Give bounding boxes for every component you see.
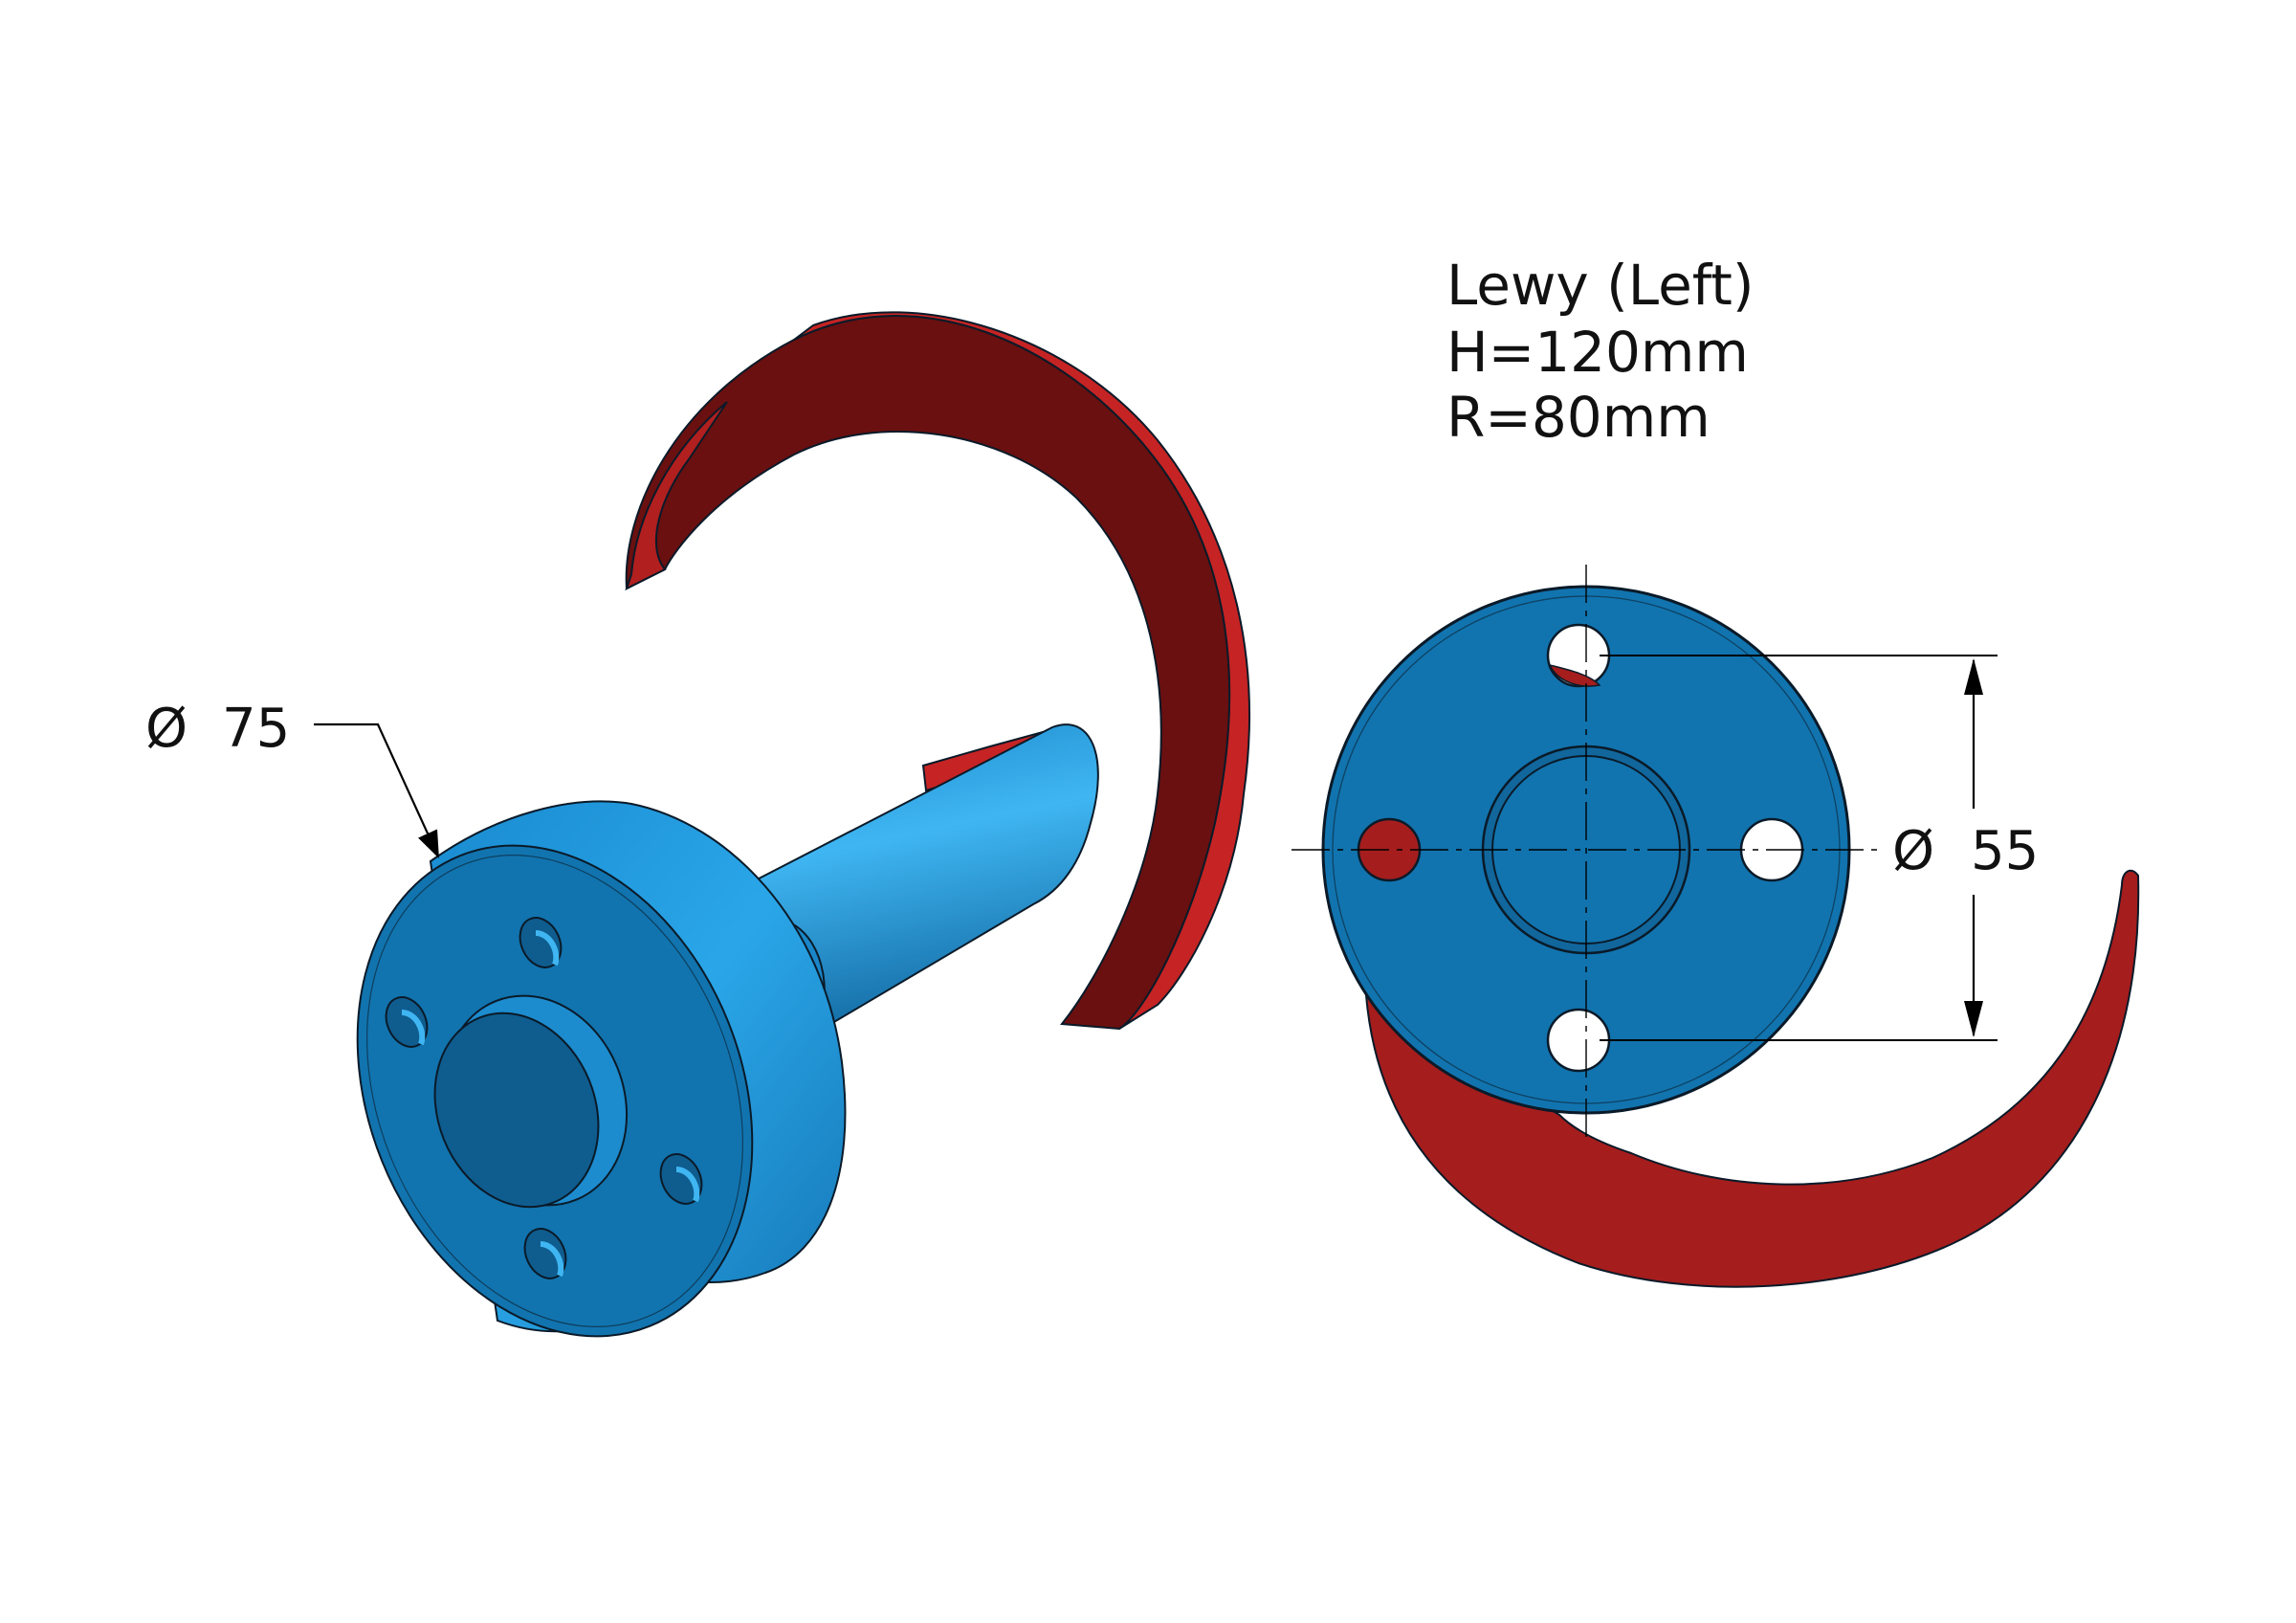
title-line-3: R=80mm [1446,385,1711,450]
bolt-holes-iso [385,917,703,1279]
title-line-2: H=120mm [1446,320,1749,385]
dim-55-symbol: Ø [1892,820,1934,882]
dim-55-value: 55 [1971,820,2039,882]
dim-75-symbol: Ø [145,698,188,760]
title-line-1: Lewy (Left) [1446,253,1755,318]
centerlines [1292,565,1880,1139]
blade-crescent [1364,869,2140,1288]
front-view: Ø 55 [1292,565,2140,1288]
dim-75-value: 75 [222,698,290,760]
dimension-diameter-55: Ø 55 [1600,655,2039,1041]
shaft [735,723,1099,1031]
dimension-diameter-75: Ø 75 [145,698,440,859]
blade-ring-iso [625,311,1250,1031]
isometric-view: Ø 75 [145,311,1250,1338]
title-block: Lewy (Left) H=120mm R=80mm [1446,253,1755,450]
